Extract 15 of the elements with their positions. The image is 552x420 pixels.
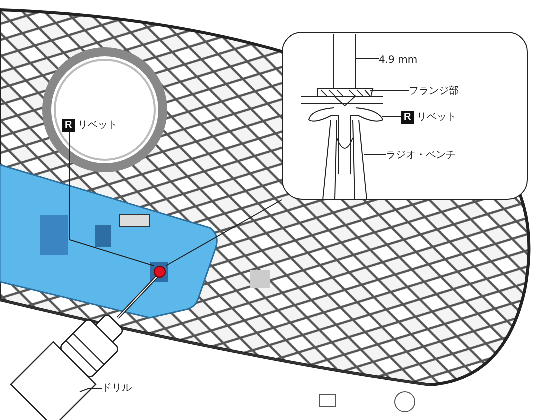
leader-line	[356, 58, 380, 60]
leader-line	[382, 116, 402, 118]
callout-label: 4.9 mm	[379, 54, 418, 67]
leader-line	[370, 90, 410, 92]
leader-line	[80, 388, 102, 392]
callout-label: ドリル	[102, 382, 132, 395]
detail-inset	[282, 32, 528, 200]
leader-line	[364, 154, 386, 156]
letter-badge: R	[401, 111, 414, 124]
callout-label: リベット	[78, 119, 118, 132]
callout-label: リベット	[417, 111, 458, 124]
letter-badge: R	[62, 119, 76, 132]
callout-label: ラジオ・ペンチ	[386, 149, 456, 162]
callout-label: フランジ部	[409, 85, 459, 98]
leader-line	[166, 200, 282, 266]
